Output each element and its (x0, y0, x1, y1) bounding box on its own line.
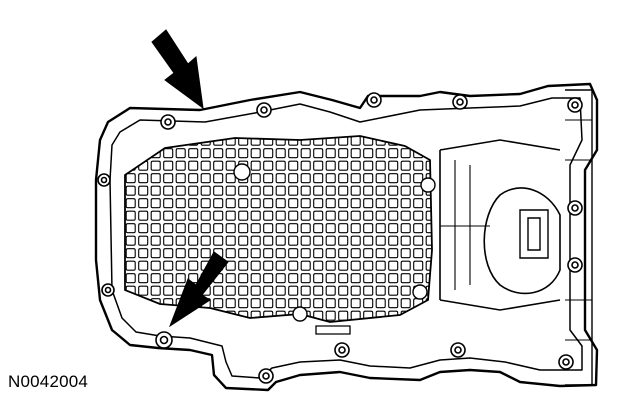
rear-flange (565, 89, 593, 386)
drain-boss (519, 209, 549, 259)
sump-wall (439, 139, 561, 311)
callout-arrow-top (151, 29, 204, 110)
bolt-holes (97, 92, 583, 384)
figure-code: N0042004 (8, 372, 89, 391)
screen-boss (420, 177, 436, 193)
screen-boss (233, 163, 251, 181)
rear-flange-ticks (565, 119, 592, 341)
sump-rib (440, 160, 490, 290)
bottom-slot (315, 325, 351, 335)
screen-boss (292, 306, 308, 322)
screen-boss (412, 284, 428, 300)
baffle-screen (124, 135, 433, 323)
callout-arrow-bottom (168, 251, 229, 328)
